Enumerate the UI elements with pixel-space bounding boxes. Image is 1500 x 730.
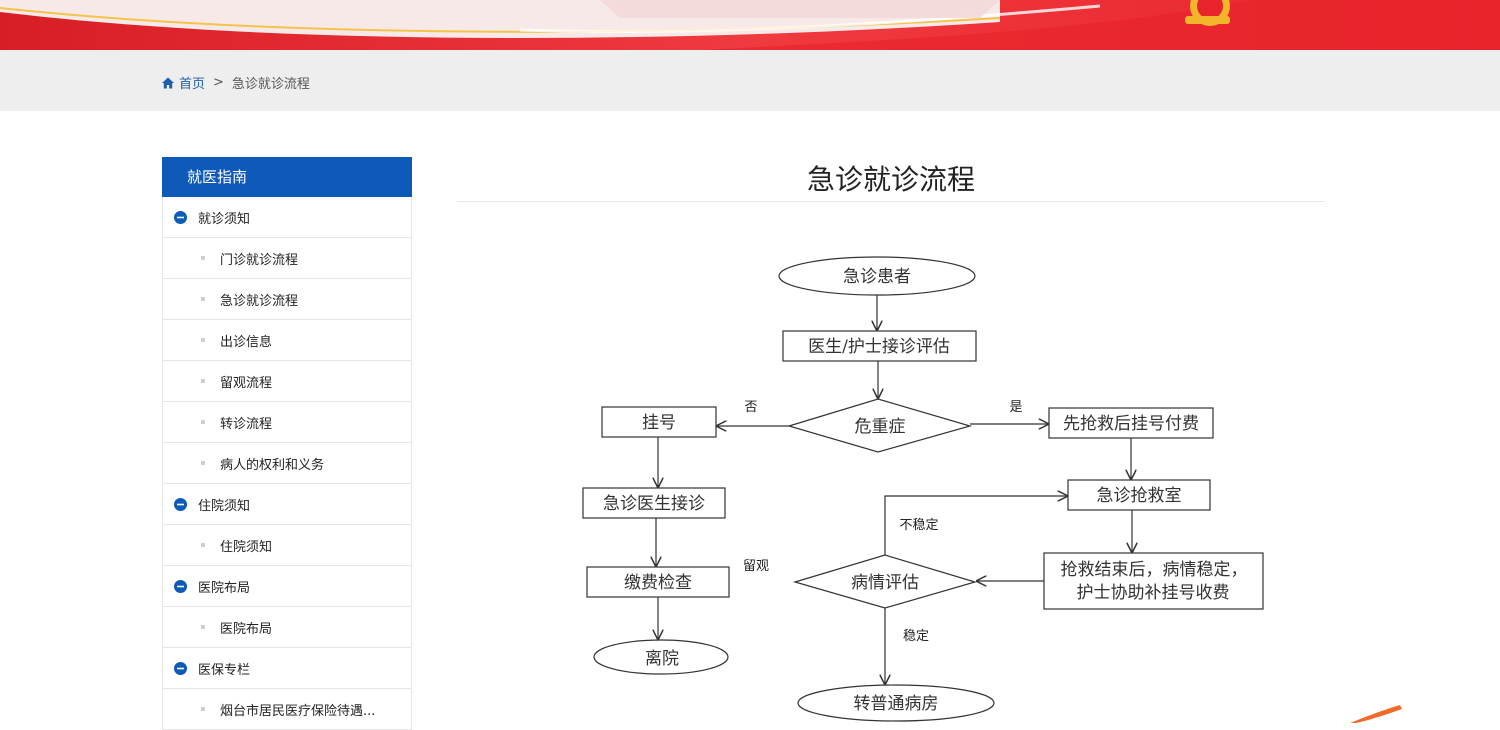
bullet-icon <box>201 461 205 465</box>
bullet-icon <box>201 707 205 711</box>
sidebar-item-label: 就诊须知 <box>198 211 251 227</box>
page-title: 急诊就诊流程 <box>806 163 975 196</box>
edge-label-observe: 留观 <box>743 559 769 574</box>
sidebar-item-label: 病人的权利和义务 <box>220 457 325 473</box>
bullet-icon <box>201 543 205 547</box>
sidebar-item-label: 急诊就诊流程 <box>220 293 299 309</box>
sidebar-item-8[interactable]: 住院须知 <box>163 525 411 566</box>
title-divider <box>457 201 1325 202</box>
sidebar: 就医指南 就诊须知门诊就诊流程急诊就诊流程出诊信息留观流程转诊流程病人的权利和义… <box>162 157 412 730</box>
node-pay-check <box>586 566 730 598</box>
node-after-rescue <box>1043 552 1264 610</box>
sidebar-group-7[interactable]: 住院须知 <box>163 484 411 525</box>
edge-label-no: 否 <box>744 400 757 415</box>
node-rescue-room-label: 急诊抢救室 <box>1097 486 1182 506</box>
decorative-swoosh <box>1350 705 1402 723</box>
node-register-label: 挂号 <box>642 413 676 433</box>
node-rescue-first-label: 先抢救后挂号付费 <box>1063 414 1199 434</box>
node-rescue-first <box>1048 407 1214 439</box>
sidebar-item-4[interactable]: 留观流程 <box>163 361 411 402</box>
minus-circle-icon <box>174 497 187 511</box>
node-rescue-room <box>1067 479 1211 511</box>
node-pay-check-label: 缴费检查 <box>624 573 692 593</box>
node-after-rescue-label-1: 抢救结束后，病情稳定， <box>1061 560 1248 580</box>
bullet-icon <box>201 297 205 301</box>
sidebar-item-6[interactable]: 病人的权利和义务 <box>163 443 411 484</box>
emergency-flowchart: 急诊患者 医生/护士接诊评估 危重症 否 是 挂号 先抢救后挂号付费 急诊医生接… <box>582 256 1264 722</box>
node-evaluate <box>792 554 978 609</box>
node-ward <box>797 684 995 722</box>
sidebar-item-label: 医保专栏 <box>198 662 251 678</box>
node-evaluate-label: 病情评估 <box>851 573 919 593</box>
breadcrumb: 首页 > 急诊就诊流程 <box>162 73 310 92</box>
home-icon <box>162 77 174 88</box>
bullet-icon <box>201 338 205 342</box>
sidebar-item-label: 医院布局 <box>220 621 273 637</box>
minus-circle-icon <box>174 579 187 593</box>
node-ward-label: 转普通病房 <box>854 694 939 714</box>
emblem-icon <box>1185 0 1230 26</box>
edge-label-unstable: 不稳定 <box>899 517 938 533</box>
sidebar-group-11[interactable]: 医保专栏 <box>163 648 411 689</box>
edge-evaluate-room <box>884 496 1067 555</box>
node-register <box>601 406 717 438</box>
bullet-icon <box>201 256 205 260</box>
breadcrumb-bar: 首页 > 急诊就诊流程 <box>0 50 1500 111</box>
sidebar-item-label: 门诊就诊流程 <box>220 252 299 268</box>
sidebar-item-5[interactable]: 转诊流程 <box>163 402 411 443</box>
bullet-icon <box>201 625 205 629</box>
breadcrumb-home-link[interactable]: 首页 <box>179 77 206 92</box>
sidebar-group-9[interactable]: 医院布局 <box>163 566 411 607</box>
node-critical-label: 危重症 <box>855 417 906 437</box>
node-assess <box>782 330 977 362</box>
node-after-rescue-label-2: 护士协助补挂号收费 <box>1077 583 1230 603</box>
bullet-icon <box>201 420 205 424</box>
minus-circle-icon <box>174 210 187 224</box>
sidebar-item-label: 住院须知 <box>220 539 273 555</box>
bullet-icon <box>201 379 205 383</box>
minus-circle-icon <box>174 661 187 675</box>
sidebar-item-label: 出诊信息 <box>220 334 273 350</box>
node-critical <box>786 398 973 453</box>
breadcrumb-current: 急诊就诊流程 <box>231 77 310 92</box>
sidebar-item-1[interactable]: 门诊就诊流程 <box>163 238 411 279</box>
sidebar-item-3[interactable]: 出诊信息 <box>163 320 411 361</box>
sidebar-menu: 就诊须知门诊就诊流程急诊就诊流程出诊信息留观流程转诊流程病人的权利和义务住院须知… <box>162 197 412 730</box>
sidebar-item-label: 转诊流程 <box>220 416 273 432</box>
node-assess-label: 医生/护士接诊评估 <box>808 337 950 357</box>
edge-label-stable: 稳定 <box>903 628 929 644</box>
node-doctor-label: 急诊医生接诊 <box>603 494 705 514</box>
breadcrumb-separator: > <box>213 75 224 90</box>
sidebar-item-label: 留观流程 <box>220 375 273 391</box>
sidebar-item-10[interactable]: 医院布局 <box>163 607 411 648</box>
sidebar-title: 就医指南 <box>162 157 412 197</box>
sidebar-item-label: 医院布局 <box>198 580 251 596</box>
sidebar-item-label: 烟台市居民医疗保险待遇... <box>220 703 376 719</box>
sidebar-item-12[interactable]: 烟台市居民医疗保险待遇... <box>163 689 411 730</box>
node-leave-label: 离院 <box>645 649 679 669</box>
node-start-label: 急诊患者 <box>843 267 911 287</box>
edge-label-yes: 是 <box>1009 400 1022 415</box>
header-banner <box>0 0 1500 50</box>
sidebar-item-2[interactable]: 急诊就诊流程 <box>163 279 411 320</box>
sidebar-group-0[interactable]: 就诊须知 <box>163 197 411 238</box>
sidebar-item-label: 住院须知 <box>198 498 251 514</box>
